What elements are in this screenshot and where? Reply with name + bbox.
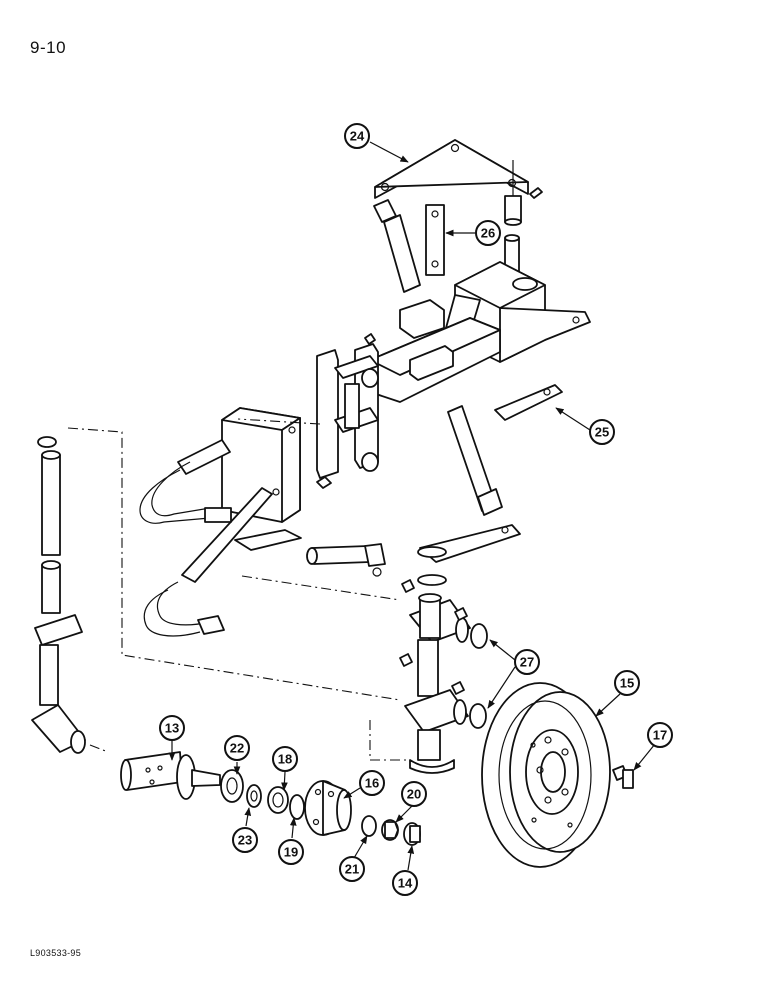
assembly-line-5	[237, 418, 321, 425]
svg-text:14: 14	[398, 876, 413, 891]
mounting-plate	[374, 139, 543, 226]
figure-code: L903533-95	[30, 948, 82, 958]
callout-25: 25	[589, 419, 615, 445]
king-pin-assembly	[31, 436, 86, 754]
assembly-line-1	[67, 427, 401, 701]
svg-text:24: 24	[350, 129, 365, 144]
wheel-bolt	[612, 765, 634, 789]
bearing-stack	[220, 769, 305, 820]
svg-text:22: 22	[230, 741, 244, 756]
callout-27: 27	[514, 649, 540, 675]
svg-text:20: 20	[407, 787, 421, 802]
svg-text:25: 25	[595, 425, 609, 440]
svg-text:17: 17	[653, 728, 667, 743]
callout-21: 21	[339, 856, 365, 882]
page-number: 9-10	[30, 38, 67, 57]
svg-text:15: 15	[620, 676, 634, 691]
assembly-line-2	[241, 575, 401, 601]
wheel-rim	[481, 682, 611, 868]
steering-arm-plate	[494, 384, 563, 421]
assembly-line-3	[89, 744, 109, 753]
svg-text:13: 13	[165, 721, 179, 736]
pivot-shaft	[306, 543, 386, 577]
steering-arm-lower	[417, 524, 521, 586]
spacer-plate	[425, 204, 445, 276]
hub-fasteners	[361, 815, 421, 846]
callout-23: 23	[232, 827, 258, 853]
main-frame	[369, 261, 591, 403]
callout-19: 19	[278, 839, 304, 865]
assembly-line-4	[369, 720, 410, 761]
clevis-bracket	[316, 333, 379, 489]
axle-spindle	[120, 751, 221, 800]
callout-20: 20	[401, 781, 427, 807]
svg-text:21: 21	[345, 862, 359, 877]
tube-frame	[139, 439, 232, 637]
callout-15: 15	[614, 670, 640, 696]
callout-18: 18	[272, 746, 298, 772]
callout-16: 16	[359, 770, 385, 796]
svg-text:27: 27	[520, 655, 534, 670]
leader-lines	[168, 141, 656, 871]
spindle-housing-lower	[399, 639, 487, 774]
callout-14: 14	[392, 870, 418, 896]
front-bracket	[181, 407, 302, 583]
callout-17: 17	[647, 722, 673, 748]
callout-13: 13	[159, 715, 185, 741]
svg-text:16: 16	[365, 776, 379, 791]
spindle-housing-upper	[401, 579, 488, 649]
svg-text:23: 23	[238, 833, 252, 848]
tie-rod-upper	[373, 199, 503, 516]
callout-22: 22	[224, 735, 250, 761]
svg-text:26: 26	[481, 226, 495, 241]
svg-text:18: 18	[278, 752, 292, 767]
callout-26: 26	[475, 220, 501, 246]
wheel-hub	[304, 780, 352, 836]
svg-text:19: 19	[284, 845, 298, 860]
callout-24: 24	[344, 123, 370, 149]
